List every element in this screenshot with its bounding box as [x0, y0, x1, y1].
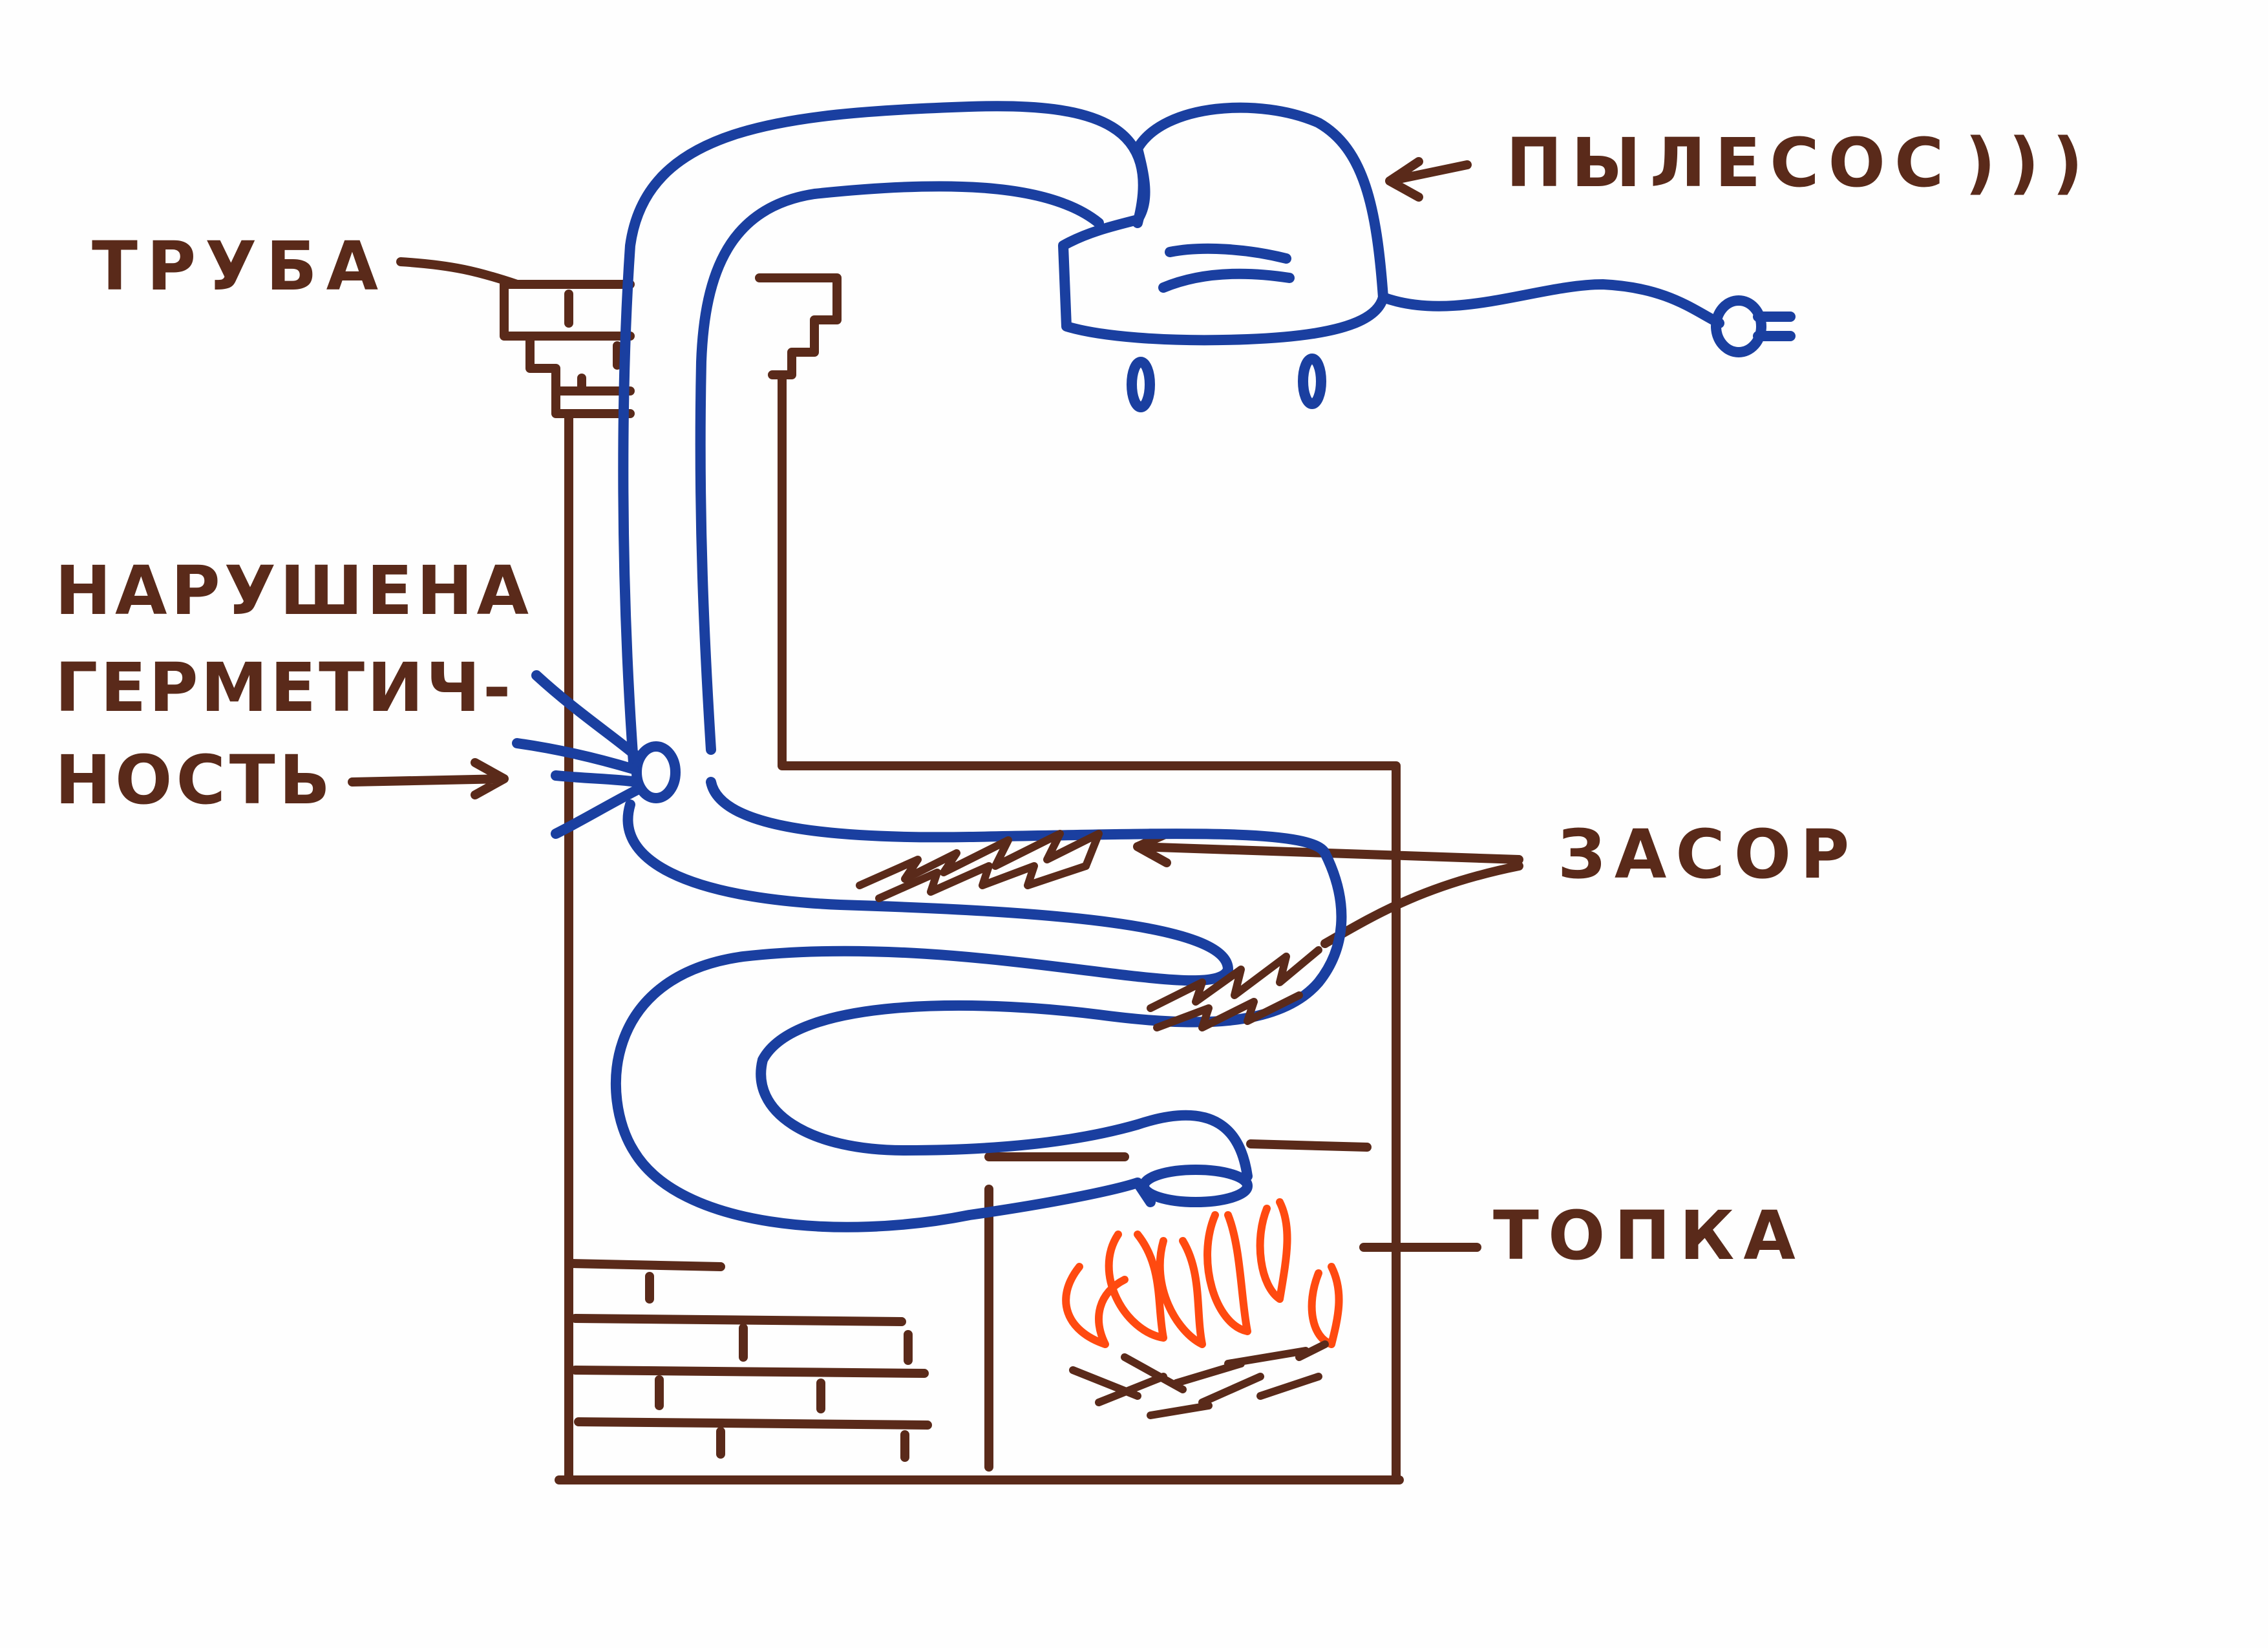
- label-leak-line3: НОСТЬ: [55, 741, 334, 819]
- power-plug: [1711, 295, 1766, 357]
- label-leak-line1: НАРУШЕНА: [55, 551, 533, 630]
- leak-streak-1: [531, 670, 642, 761]
- label-chimney: ТРУБА: [92, 227, 388, 306]
- firebox-top-right: [1246, 1139, 1372, 1152]
- chimney-leader: [396, 257, 522, 289]
- brickwork: [567, 1259, 932, 1462]
- leak-streak-4: [551, 783, 645, 839]
- blockage-leader-2: [1320, 861, 1523, 948]
- label-blockage: ЗАСОР: [1558, 815, 1859, 894]
- vacuum-power-cord: [1378, 279, 1724, 328]
- leak-streak-2: [512, 738, 639, 774]
- vacuum-grille-2: [1158, 268, 1295, 293]
- leak-streak-3: [551, 770, 642, 787]
- chimney-cap-right: [755, 273, 842, 379]
- label-firebox: ТОПКА: [1493, 1196, 1805, 1275]
- hose-lower-inner: [706, 777, 1347, 1181]
- blockage-soot: [856, 830, 1322, 1031]
- vacuum-hose: [512, 101, 1796, 1232]
- hose-outer-edge: [618, 101, 1149, 768]
- vacuum-arrow: [1385, 157, 1472, 202]
- plug-pins: [1753, 312, 1796, 341]
- vacuum-wheel-left: [1127, 357, 1155, 412]
- label-leak-line2: ГЕРМЕТИЧ-: [55, 648, 514, 727]
- chimney-right-wall: [778, 370, 1401, 1484]
- stove-body: [348, 157, 1523, 1484]
- chimney-cap-left: [500, 280, 635, 418]
- hose-lower-outer: [611, 799, 1233, 1232]
- label-vacuum-smile: ))): [1965, 123, 2096, 202]
- hose-nozzle: [1139, 1165, 1253, 1207]
- vacuum-wheel-right: [1298, 354, 1326, 409]
- fire: [1062, 1198, 1343, 1348]
- label-vacuum: ПЫЛЕСОС: [1506, 123, 1953, 202]
- vacuum-grille-1: [1165, 243, 1291, 264]
- leak-arrow: [348, 758, 509, 799]
- vacuum-body: [1058, 102, 1388, 346]
- firewood: [1069, 1340, 1329, 1419]
- hose-inner-edge: [695, 181, 1104, 755]
